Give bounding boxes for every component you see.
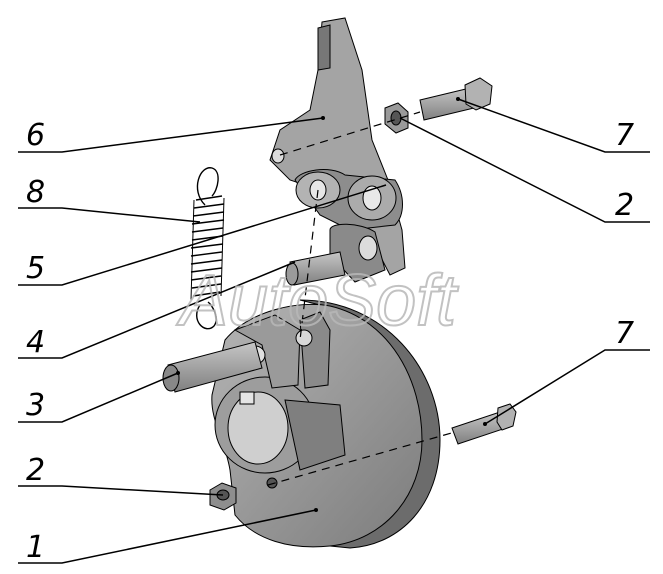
callout-6: 6 bbox=[26, 118, 45, 153]
part-7-bolt-upper bbox=[419, 77, 493, 121]
callout-7-top: 7 bbox=[615, 118, 634, 153]
part-5-pin bbox=[285, 251, 346, 286]
callout-2-left: 2 bbox=[26, 453, 45, 488]
callout-7-bottom: 7 bbox=[615, 316, 634, 351]
watermark-text: AutoSoft bbox=[176, 261, 459, 341]
spring-coils bbox=[190, 195, 225, 301]
callout-3: 3 bbox=[26, 388, 45, 423]
callout-8: 8 bbox=[26, 175, 45, 210]
leader-lines bbox=[18, 98, 650, 564]
callout-1: 1 bbox=[26, 530, 45, 565]
part-2-nut-upper bbox=[384, 102, 409, 134]
part-2-nut-lower bbox=[209, 482, 237, 511]
callout-labels: 6 8 5 4 3 2 1 7 2 7 bbox=[26, 118, 634, 565]
part-3-pin bbox=[162, 341, 263, 393]
callout-5: 5 bbox=[26, 251, 45, 286]
part-6-lever bbox=[269, 17, 406, 283]
callout-4: 4 bbox=[26, 325, 45, 360]
callout-2-right: 2 bbox=[615, 188, 634, 223]
part-1-cam bbox=[211, 299, 441, 549]
part-8-spring bbox=[190, 167, 225, 330]
assembly-axes bbox=[267, 111, 456, 486]
